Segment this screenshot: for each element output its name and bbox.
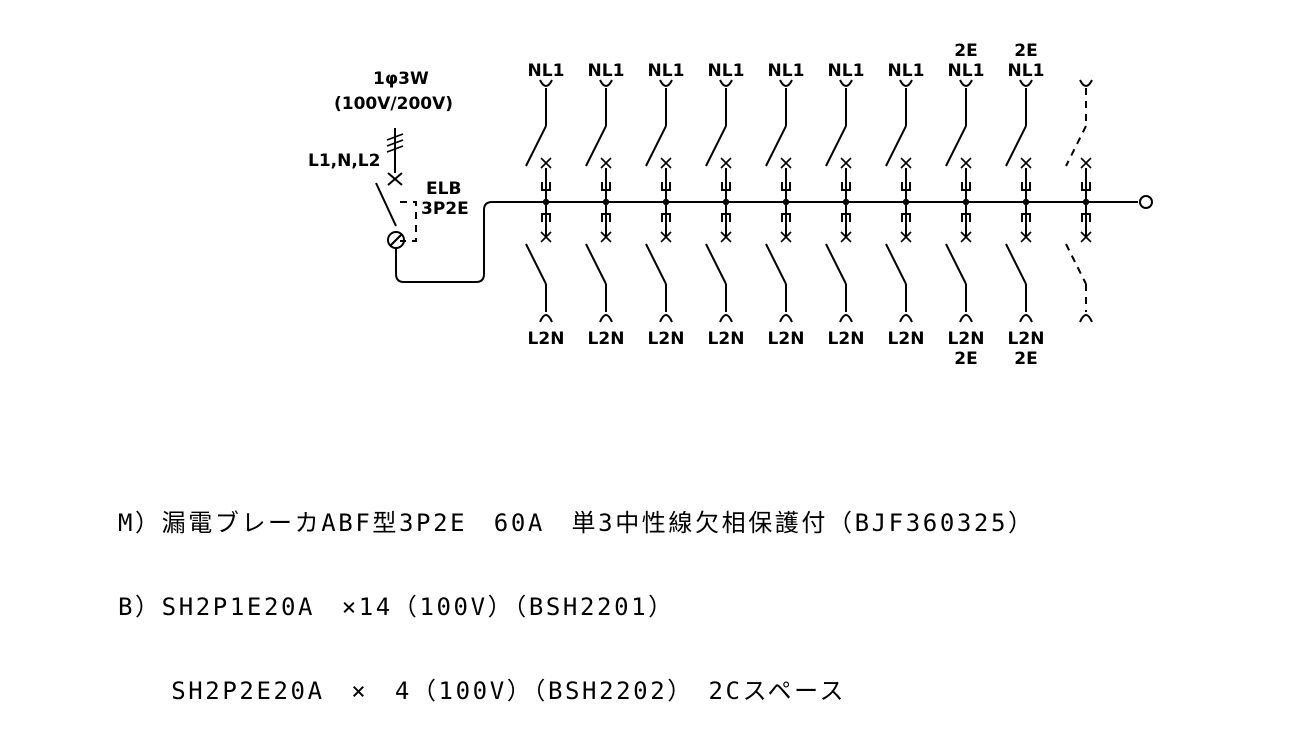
incoming-feeder [386, 128, 404, 186]
branch-breaker [1005, 79, 1033, 323]
branch-breaker [945, 79, 973, 323]
branch-bottom-label: 2E [954, 349, 977, 369]
branch-bottom-label: 2E [1014, 349, 1037, 369]
branch-top-label: NL1 [768, 61, 805, 81]
branch-top-label: NL1 [648, 61, 685, 81]
branch-breaker [585, 79, 613, 323]
spec-block: M）漏電ブレーカABF型3P2E 60A 単3中性線欠相保護付（BJF36032… [118, 453, 1035, 733]
main-elb-symbol [375, 182, 1153, 283]
elb-type-label: ELB [426, 179, 461, 199]
branch-top-label: 2E [1014, 41, 1037, 61]
supply-voltage-label: (100V/200V) [334, 94, 453, 114]
spec-line-branch-2: SH2P2E20A × 4（100V）（BSH2202） 2Cスペース [118, 677, 847, 705]
branch-bottom-label: L2N [648, 329, 685, 349]
branch-top-label: NL1 [888, 61, 925, 81]
branch-bottom-label: L2N [528, 329, 565, 349]
elb-pole-label: 3P2E [421, 199, 469, 219]
branch-breaker [705, 79, 733, 323]
spec-line-branch-1: B）SH2P1E20A ×14（100V）（BSH2201） [118, 593, 675, 621]
single-line-diagram: 1φ3W (100V/200V) L1,N,L2 ELB 3P2E NL1L2N… [308, 41, 1153, 369]
branch-top-label: NL1 [948, 61, 985, 81]
branch-top-label: NL1 [708, 61, 745, 81]
spare-breaker-slot [1065, 79, 1093, 323]
supply-lines-label: L1,N,L2 [308, 151, 380, 171]
branch-top-label: NL1 [588, 61, 625, 81]
busbar-terminal [1139, 195, 1153, 209]
branch-breaker [885, 79, 913, 323]
branch-bottom-label: L2N [708, 329, 745, 349]
branch-bottom-label: L2N [588, 329, 625, 349]
supply-phase-label: 1φ3W [373, 69, 429, 89]
branch-bottom-label: L2N [948, 329, 985, 349]
branch-top-label: NL1 [828, 61, 865, 81]
branch-top-label: 2E [954, 41, 977, 61]
branch-bottom-label: L2N [1008, 329, 1045, 349]
branch-top-label: NL1 [1008, 61, 1045, 81]
branch-breaker [765, 79, 793, 323]
branch-bottom-label: L2N [828, 329, 865, 349]
branch-breaker [645, 79, 673, 323]
branch-breaker [525, 79, 553, 323]
branch-bottom-label: L2N [888, 329, 925, 349]
branch-top-label: NL1 [528, 61, 565, 81]
branch-bottom-label: L2N [768, 329, 805, 349]
branch-breaker [825, 79, 853, 323]
spec-line-main: M）漏電ブレーカABF型3P2E 60A 単3中性線欠相保護付（BJF36032… [118, 509, 1035, 537]
